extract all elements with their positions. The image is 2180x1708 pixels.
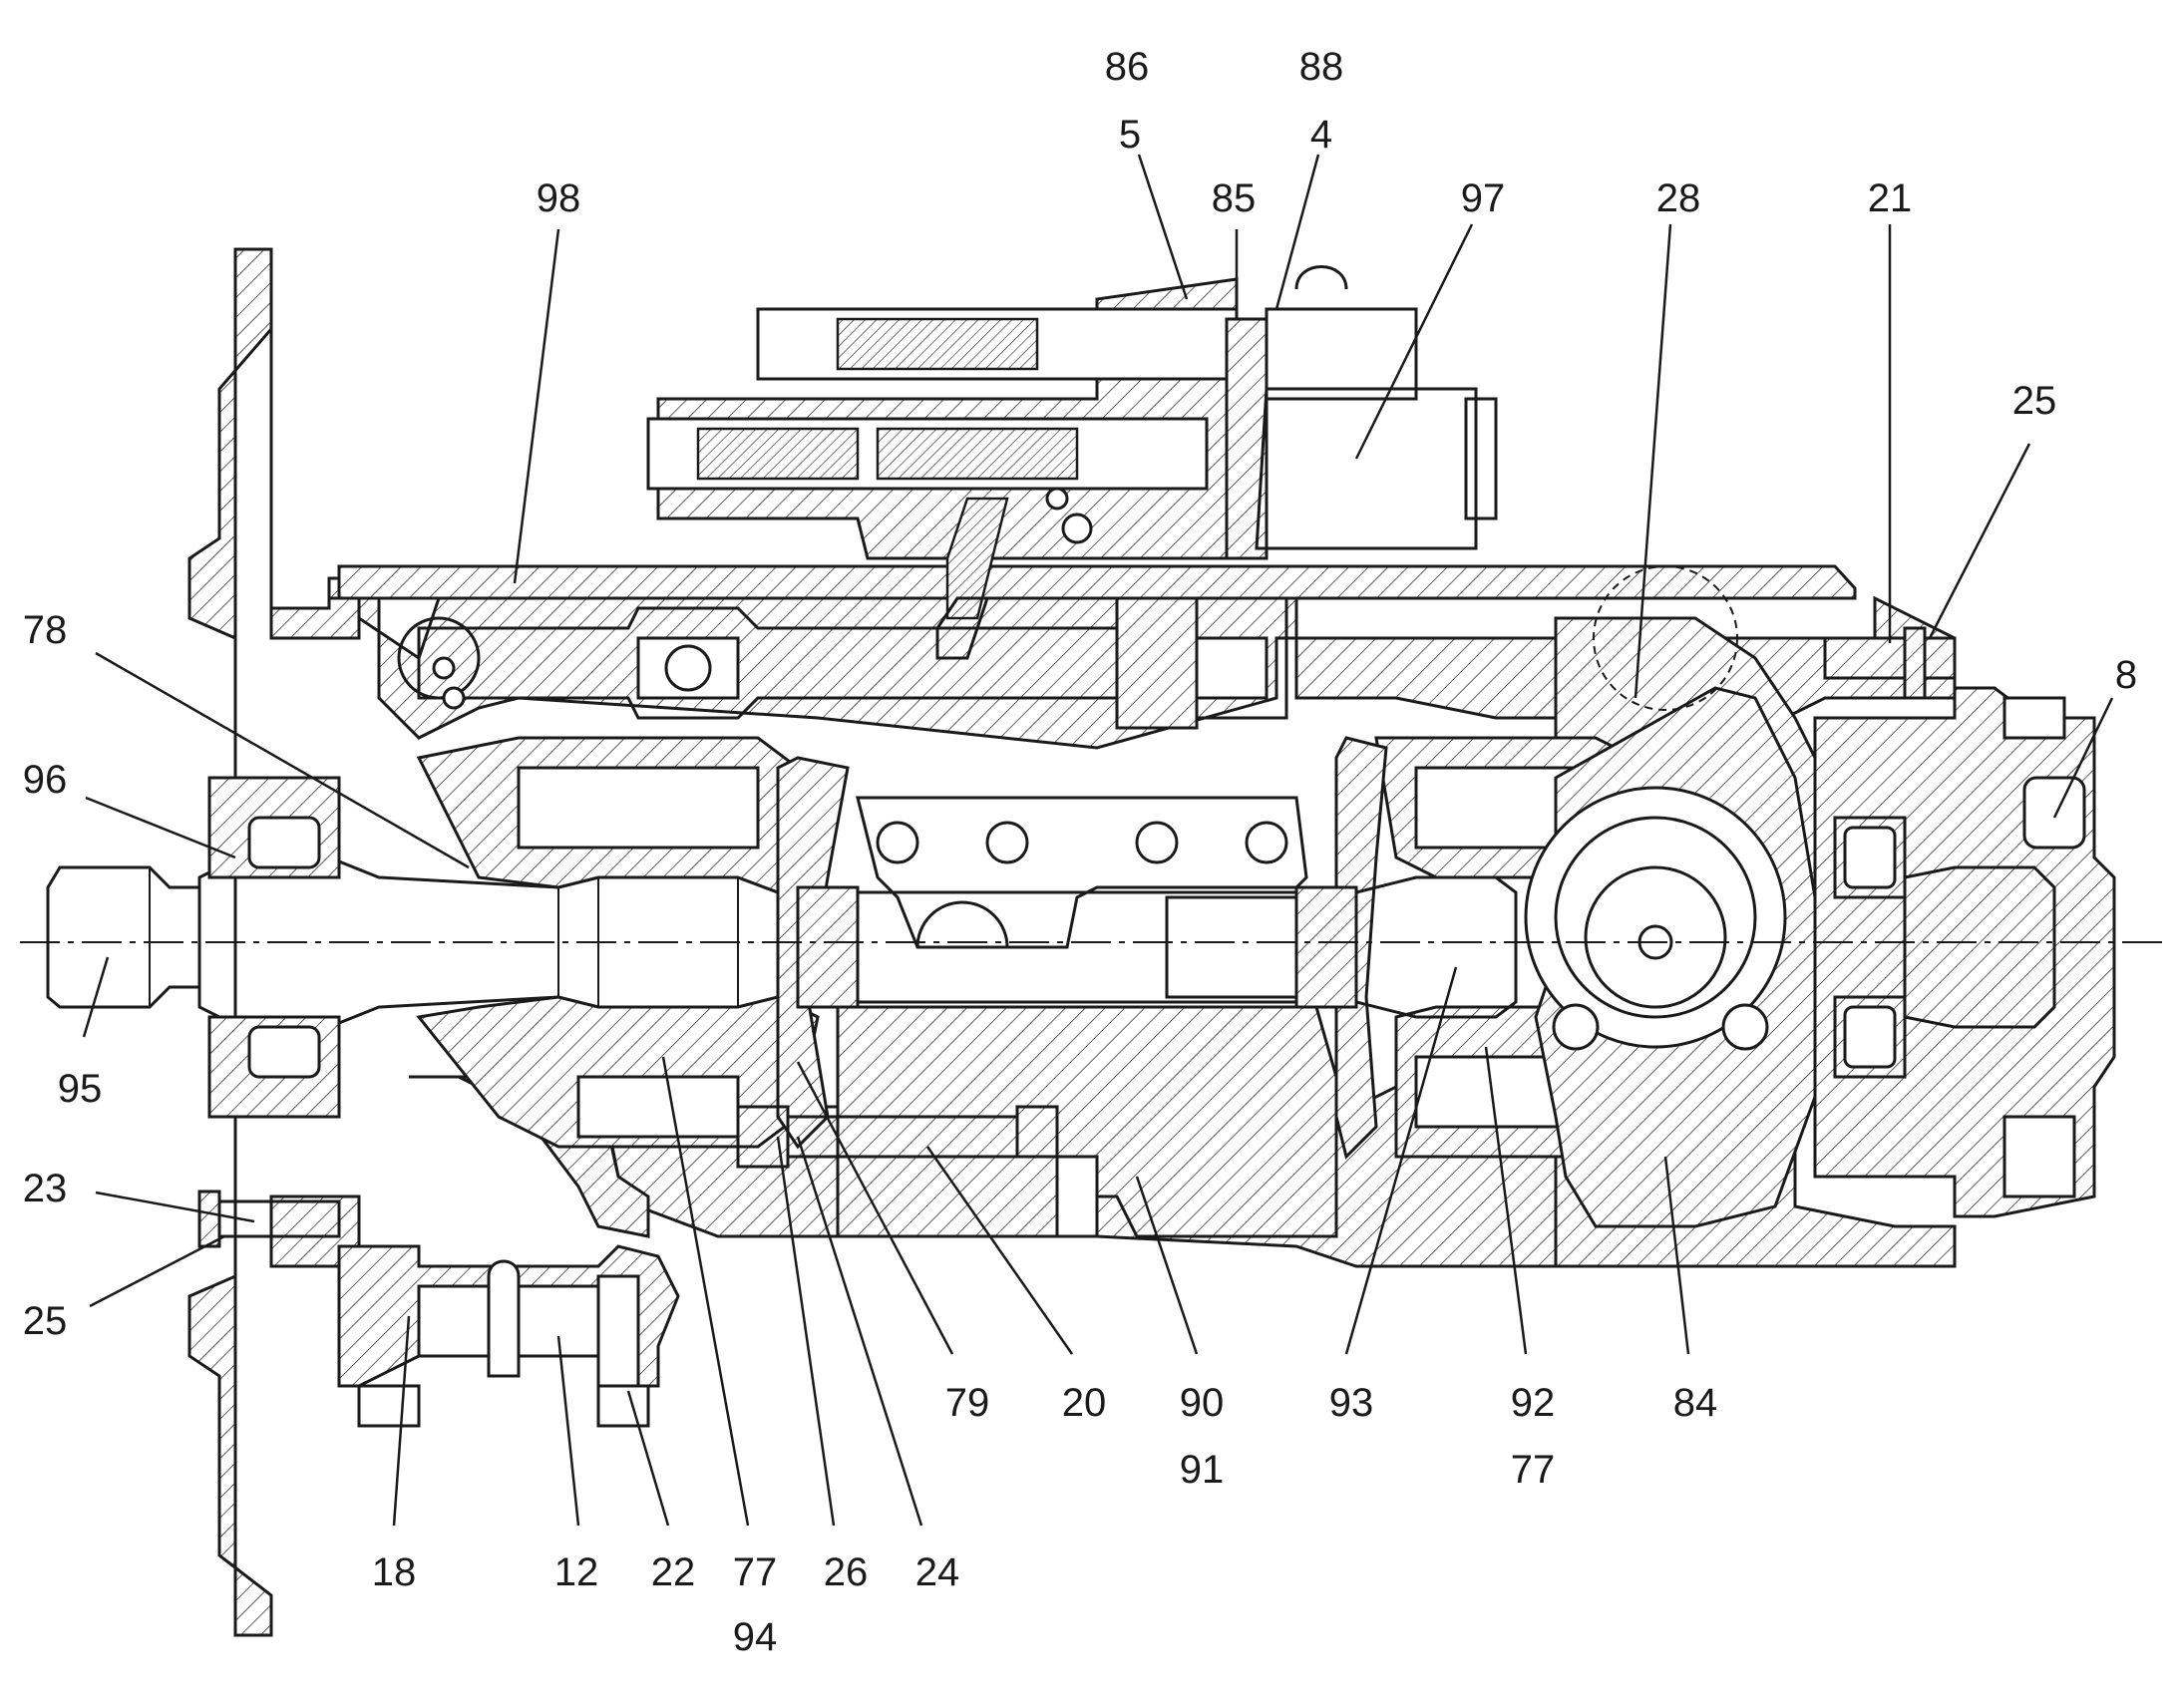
leader-lines — [82, 154, 2114, 1527]
gauge-port-bolt — [736, 1105, 1059, 1169]
label-88: 88 — [1299, 45, 1344, 89]
label-20: 20 — [1062, 1381, 1107, 1425]
label-94: 94 — [733, 1615, 778, 1659]
part-labels: 86 88 5 4 98 85 97 28 21 25 78 8 96 95 2… — [23, 45, 2137, 1659]
label-93: 93 — [1329, 1381, 1374, 1425]
label-8: 8 — [2115, 653, 2137, 697]
label-4: 4 — [1310, 113, 1332, 157]
label-18: 18 — [372, 1550, 417, 1594]
rear-end-cap — [1813, 686, 2116, 1218]
label-28: 28 — [1656, 176, 1701, 220]
label-25-top: 25 — [2012, 379, 2057, 423]
label-90: 90 — [1180, 1381, 1225, 1425]
swashplate-cradle — [1524, 686, 1817, 1228]
label-12: 12 — [554, 1550, 599, 1594]
feedback-lever-outline — [1593, 565, 1738, 711]
intermediate-coupling — [796, 875, 1518, 1019]
label-78: 78 — [23, 608, 68, 652]
front-bearing — [207, 776, 341, 1119]
control-valve-assembly — [646, 277, 1269, 660]
label-22: 22 — [651, 1550, 696, 1594]
label-97: 97 — [1461, 176, 1506, 220]
label-77-right: 77 — [1511, 1448, 1556, 1492]
label-79: 79 — [945, 1381, 990, 1425]
label-24: 24 — [915, 1550, 960, 1594]
label-84: 84 — [1673, 1381, 1718, 1425]
fasteners — [197, 626, 1957, 1248]
label-91: 91 — [1180, 1448, 1225, 1492]
servo-piston-assembly — [397, 596, 1288, 730]
label-86: 86 — [1105, 45, 1150, 89]
label-21: 21 — [1868, 176, 1913, 220]
label-26: 26 — [824, 1550, 869, 1594]
label-96: 96 — [23, 758, 68, 802]
cylinder-blocks — [416, 736, 1637, 1159]
label-98: 98 — [537, 176, 581, 220]
auxiliary-plug — [337, 1244, 680, 1428]
label-92: 92 — [1511, 1381, 1556, 1425]
label-95: 95 — [58, 1067, 103, 1111]
solenoid-actuator — [1255, 265, 1498, 550]
label-25-bottom: 25 — [23, 1299, 68, 1343]
label-5: 5 — [1119, 113, 1141, 157]
label-85: 85 — [1212, 176, 1257, 220]
center-port-block — [836, 796, 1338, 1238]
label-23: 23 — [23, 1167, 68, 1210]
label-77-bottom: 77 — [733, 1550, 778, 1594]
